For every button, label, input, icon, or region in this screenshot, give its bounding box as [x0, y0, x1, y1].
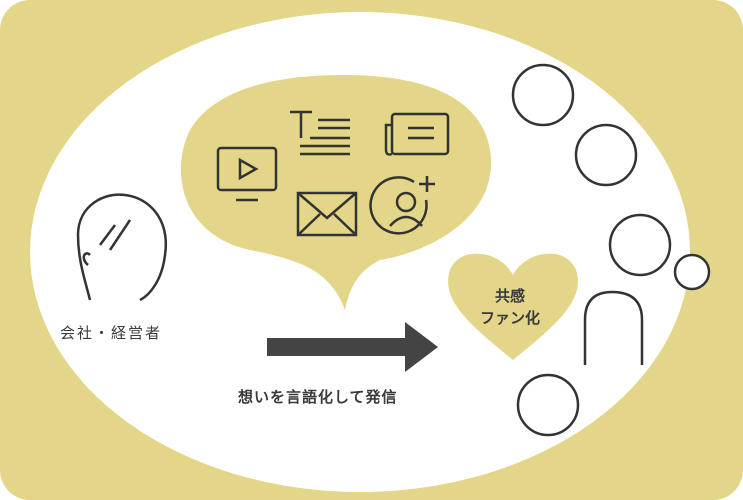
- arrow-label: 想いを言語化して発信: [238, 388, 398, 406]
- add-user-icon: [369, 176, 435, 235]
- text-icon: [290, 110, 350, 156]
- arrow-shaft: [267, 338, 407, 356]
- arrow-head: [405, 322, 438, 372]
- company-person-icon: [76, 193, 168, 302]
- heart-label-fan: ファン化: [479, 309, 540, 327]
- heart-shape: [448, 253, 578, 360]
- fan-face-1: [511, 63, 575, 127]
- video-icon: [216, 146, 278, 202]
- newspaper-icon: [384, 112, 450, 156]
- fan-face-6: [516, 373, 580, 437]
- company-label: 会社・経営者: [60, 324, 163, 342]
- fan-face-2: [574, 123, 638, 187]
- mail-icon: [296, 191, 358, 237]
- heart-label-empathy: 共感: [494, 287, 525, 305]
- fan-face-5: [583, 290, 644, 365]
- fan-face-4: [673, 253, 711, 291]
- fan-face-3: [608, 213, 672, 277]
